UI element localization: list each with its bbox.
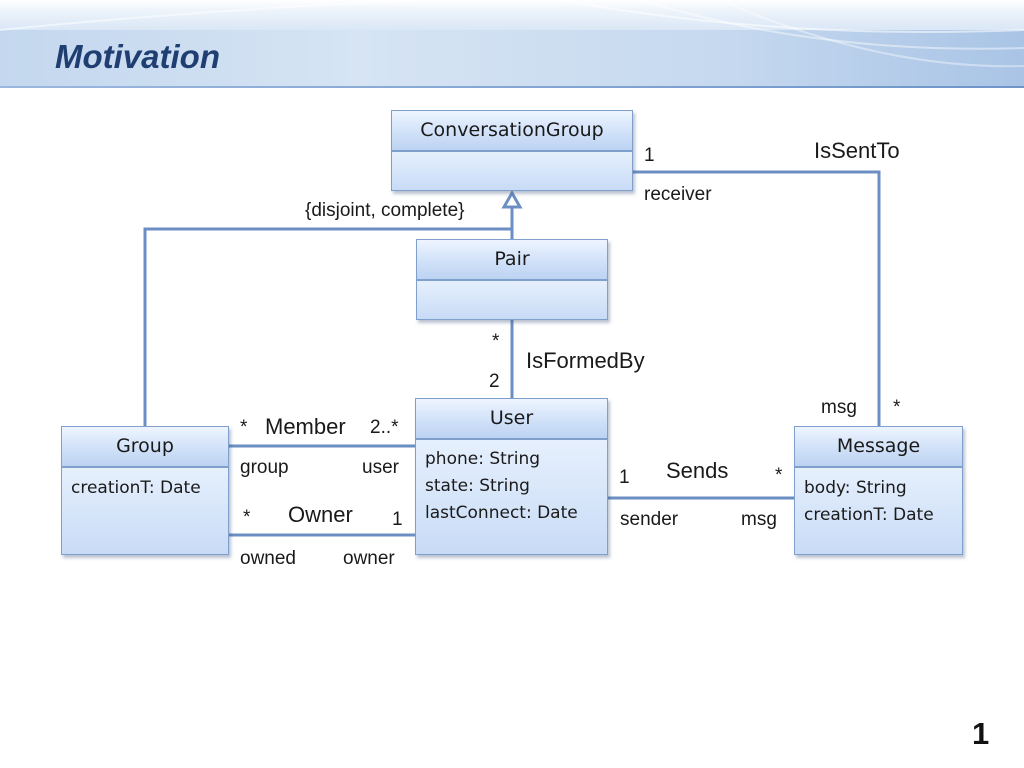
header-band bbox=[0, 30, 1024, 88]
class-group: Group creationT: Date bbox=[61, 426, 229, 555]
attribute: creationT: Date bbox=[71, 478, 201, 498]
generalization-constraint: {disjoint, complete} bbox=[305, 200, 465, 221]
class-attributes bbox=[417, 281, 607, 319]
member-group-role: group bbox=[240, 457, 289, 478]
slide-header: Motivation bbox=[0, 0, 1024, 88]
issentto-msg-role: msg bbox=[821, 397, 857, 418]
class-name: User bbox=[416, 399, 607, 440]
class-attributes bbox=[392, 152, 632, 190]
attribute: creationT: Date bbox=[804, 505, 934, 525]
sends-msg-multiplicity: * bbox=[775, 465, 783, 486]
attribute: body: String bbox=[804, 478, 907, 498]
member-label: Member bbox=[265, 414, 346, 439]
class-pair: Pair bbox=[416, 239, 608, 320]
class-conversationgroup: ConversationGroup bbox=[391, 110, 633, 191]
member-group-multiplicity: * bbox=[240, 417, 248, 438]
member-user-role: user bbox=[362, 457, 399, 478]
issentto-label: IsSentTo bbox=[814, 138, 900, 163]
class-user: User phone: String state: String lastCon… bbox=[415, 398, 608, 555]
issentto-receiver-role: receiver bbox=[644, 184, 712, 205]
attribute: phone: String bbox=[425, 449, 541, 469]
isformedby-label: IsFormedBy bbox=[526, 348, 645, 373]
page-number: 1 bbox=[972, 716, 990, 751]
isformedby-user-multiplicity: 2 bbox=[489, 371, 500, 392]
owner-label: Owner bbox=[288, 502, 353, 527]
class-name: ConversationGroup bbox=[392, 111, 632, 152]
header-divider bbox=[0, 86, 1024, 88]
isformedby-pair-multiplicity: * bbox=[492, 331, 500, 352]
class-message: Message body: String creationT: Date bbox=[794, 426, 963, 555]
member-user-multiplicity: 2..* bbox=[370, 417, 399, 438]
generalization-arrowhead bbox=[501, 189, 523, 209]
class-attributes: creationT: Date bbox=[62, 468, 228, 554]
sends-label: Sends bbox=[666, 458, 729, 483]
owner-owner-role: owner bbox=[343, 548, 395, 569]
attribute: state: String bbox=[425, 476, 530, 496]
sends-msg-role: msg bbox=[741, 509, 777, 530]
class-name: Group bbox=[62, 427, 228, 468]
owner-owned-role: owned bbox=[240, 548, 296, 569]
slide-title: Motivation bbox=[55, 38, 220, 75]
owner-owner-multiplicity: 1 bbox=[392, 509, 403, 530]
class-attributes: body: String creationT: Date bbox=[795, 468, 962, 554]
class-name: Pair bbox=[417, 240, 607, 281]
owner-owned-multiplicity: * bbox=[243, 507, 251, 528]
header-decoration bbox=[0, 0, 1024, 68]
attribute: lastConnect: Date bbox=[425, 503, 578, 523]
sends-sender-multiplicity: 1 bbox=[619, 467, 630, 488]
issentto-msg-multiplicity: * bbox=[893, 397, 901, 418]
issentto-line bbox=[633, 170, 881, 426]
class-name: Message bbox=[795, 427, 962, 468]
sends-sender-role: sender bbox=[620, 509, 679, 530]
class-attributes: phone: String state: String lastConnect:… bbox=[416, 440, 607, 554]
issentto-receiver-multiplicity: 1 bbox=[644, 145, 655, 166]
